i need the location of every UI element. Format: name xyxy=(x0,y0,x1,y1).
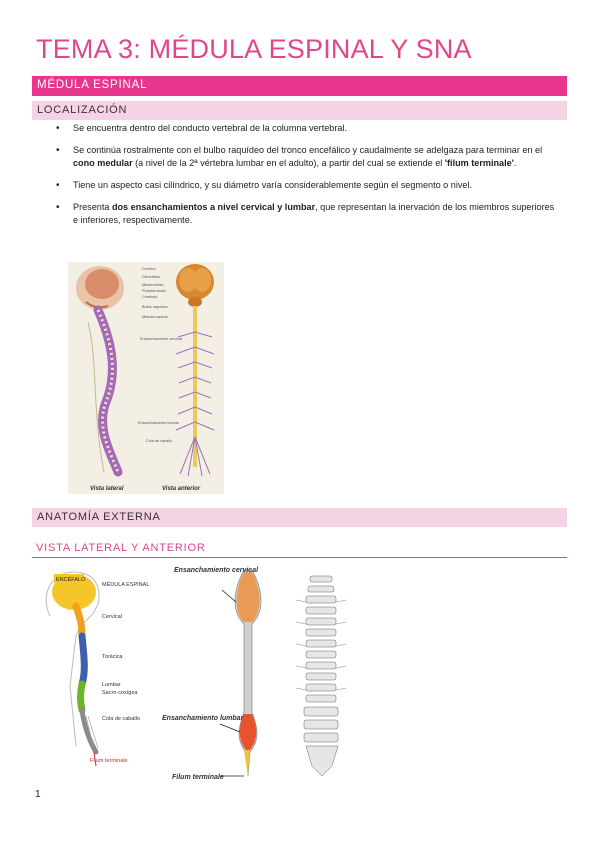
fig2-cervical-label: Cervical xyxy=(102,614,122,620)
fig1-label: Mesencéfalo xyxy=(142,283,164,287)
fig2-medula-label: MÉDULA ESPINAL xyxy=(102,581,149,588)
spinal-cord-illustration: Cerebro Diencéfalo Mesencéfalo Protubera… xyxy=(68,262,224,494)
fig1-caption-anterior: Vista anterior xyxy=(162,486,201,492)
fig2-lumbar-label: Lumbar xyxy=(102,682,121,688)
fig1-label: Diencéfalo xyxy=(142,275,160,279)
subsection-header-text: LOCALIZACIÓN xyxy=(37,104,128,116)
fig1-label: Protuberancia xyxy=(142,289,167,293)
fig2-sacro-label: Sacro-coxígea xyxy=(102,690,138,696)
fig2-filum-label: Filum terminale xyxy=(90,758,128,764)
fig1-caption-lateral: Vista lateral xyxy=(90,486,124,492)
spinal-regions-diagram: ENCÉFALO MÉDULA ESPINAL Cervical Torácic… xyxy=(36,566,158,786)
fig2-toracica-label: Torácica xyxy=(102,654,123,660)
fig1-label: Cerebro xyxy=(142,267,156,271)
bullet-item: Se encuentra dentro del conducto vertebr… xyxy=(56,122,561,135)
divider xyxy=(32,557,567,558)
vista-heading: VISTA LATERAL Y ANTERIOR xyxy=(36,542,206,554)
fig3-ens-cervical-label: Ensanchamiento cervical xyxy=(174,567,259,574)
bullet-item: Presenta dos ensanchamientos a nivel cer… xyxy=(56,201,561,227)
page-number: 1 xyxy=(35,789,41,800)
subsection-header-localizacion: LOCALIZACIÓN xyxy=(32,101,567,120)
subsection-header-anatomia: ANATOMÍA EXTERNA xyxy=(32,508,567,527)
fig1-label: Cola de caballo xyxy=(146,439,172,443)
fig1-label: Médula espinal xyxy=(142,315,168,319)
fig2-encefalo-label: ENCÉFALO xyxy=(56,576,86,583)
section-header-text: MÉDULA ESPINAL xyxy=(37,79,148,91)
fig1-label: Ensanchamiento cervical xyxy=(140,337,182,341)
subsection-header-text: ANATOMÍA EXTERNA xyxy=(37,511,161,523)
fig3-ens-lumbar-label: Ensanchamiento lumbar xyxy=(162,715,245,722)
section-header-medula: MÉDULA ESPINAL xyxy=(32,76,567,96)
page-title: TEMA 3: MÉDULA ESPINAL Y SNA xyxy=(36,34,472,64)
bullet-item: Se continúa rostralmente con el bulbo ra… xyxy=(56,144,561,170)
fig3-filum-label: Filum terminale xyxy=(172,774,224,781)
fig1-label: Cerebelo xyxy=(142,295,157,299)
fig1-label: Ensanchamiento lumbar xyxy=(138,421,180,425)
cord-and-vertebrae-diagram: Ensanchamiento cervical Ensanchamiento l… xyxy=(160,562,362,788)
fig2-cola-label: Cola de caballo xyxy=(102,716,140,722)
bullet-list: Se encuentra dentro del conducto vertebr… xyxy=(56,122,561,236)
fig1-label: Bulbo raquídeo xyxy=(142,305,168,309)
bullet-item: Tiene un aspecto casi cilíndrico, y su d… xyxy=(56,179,561,192)
